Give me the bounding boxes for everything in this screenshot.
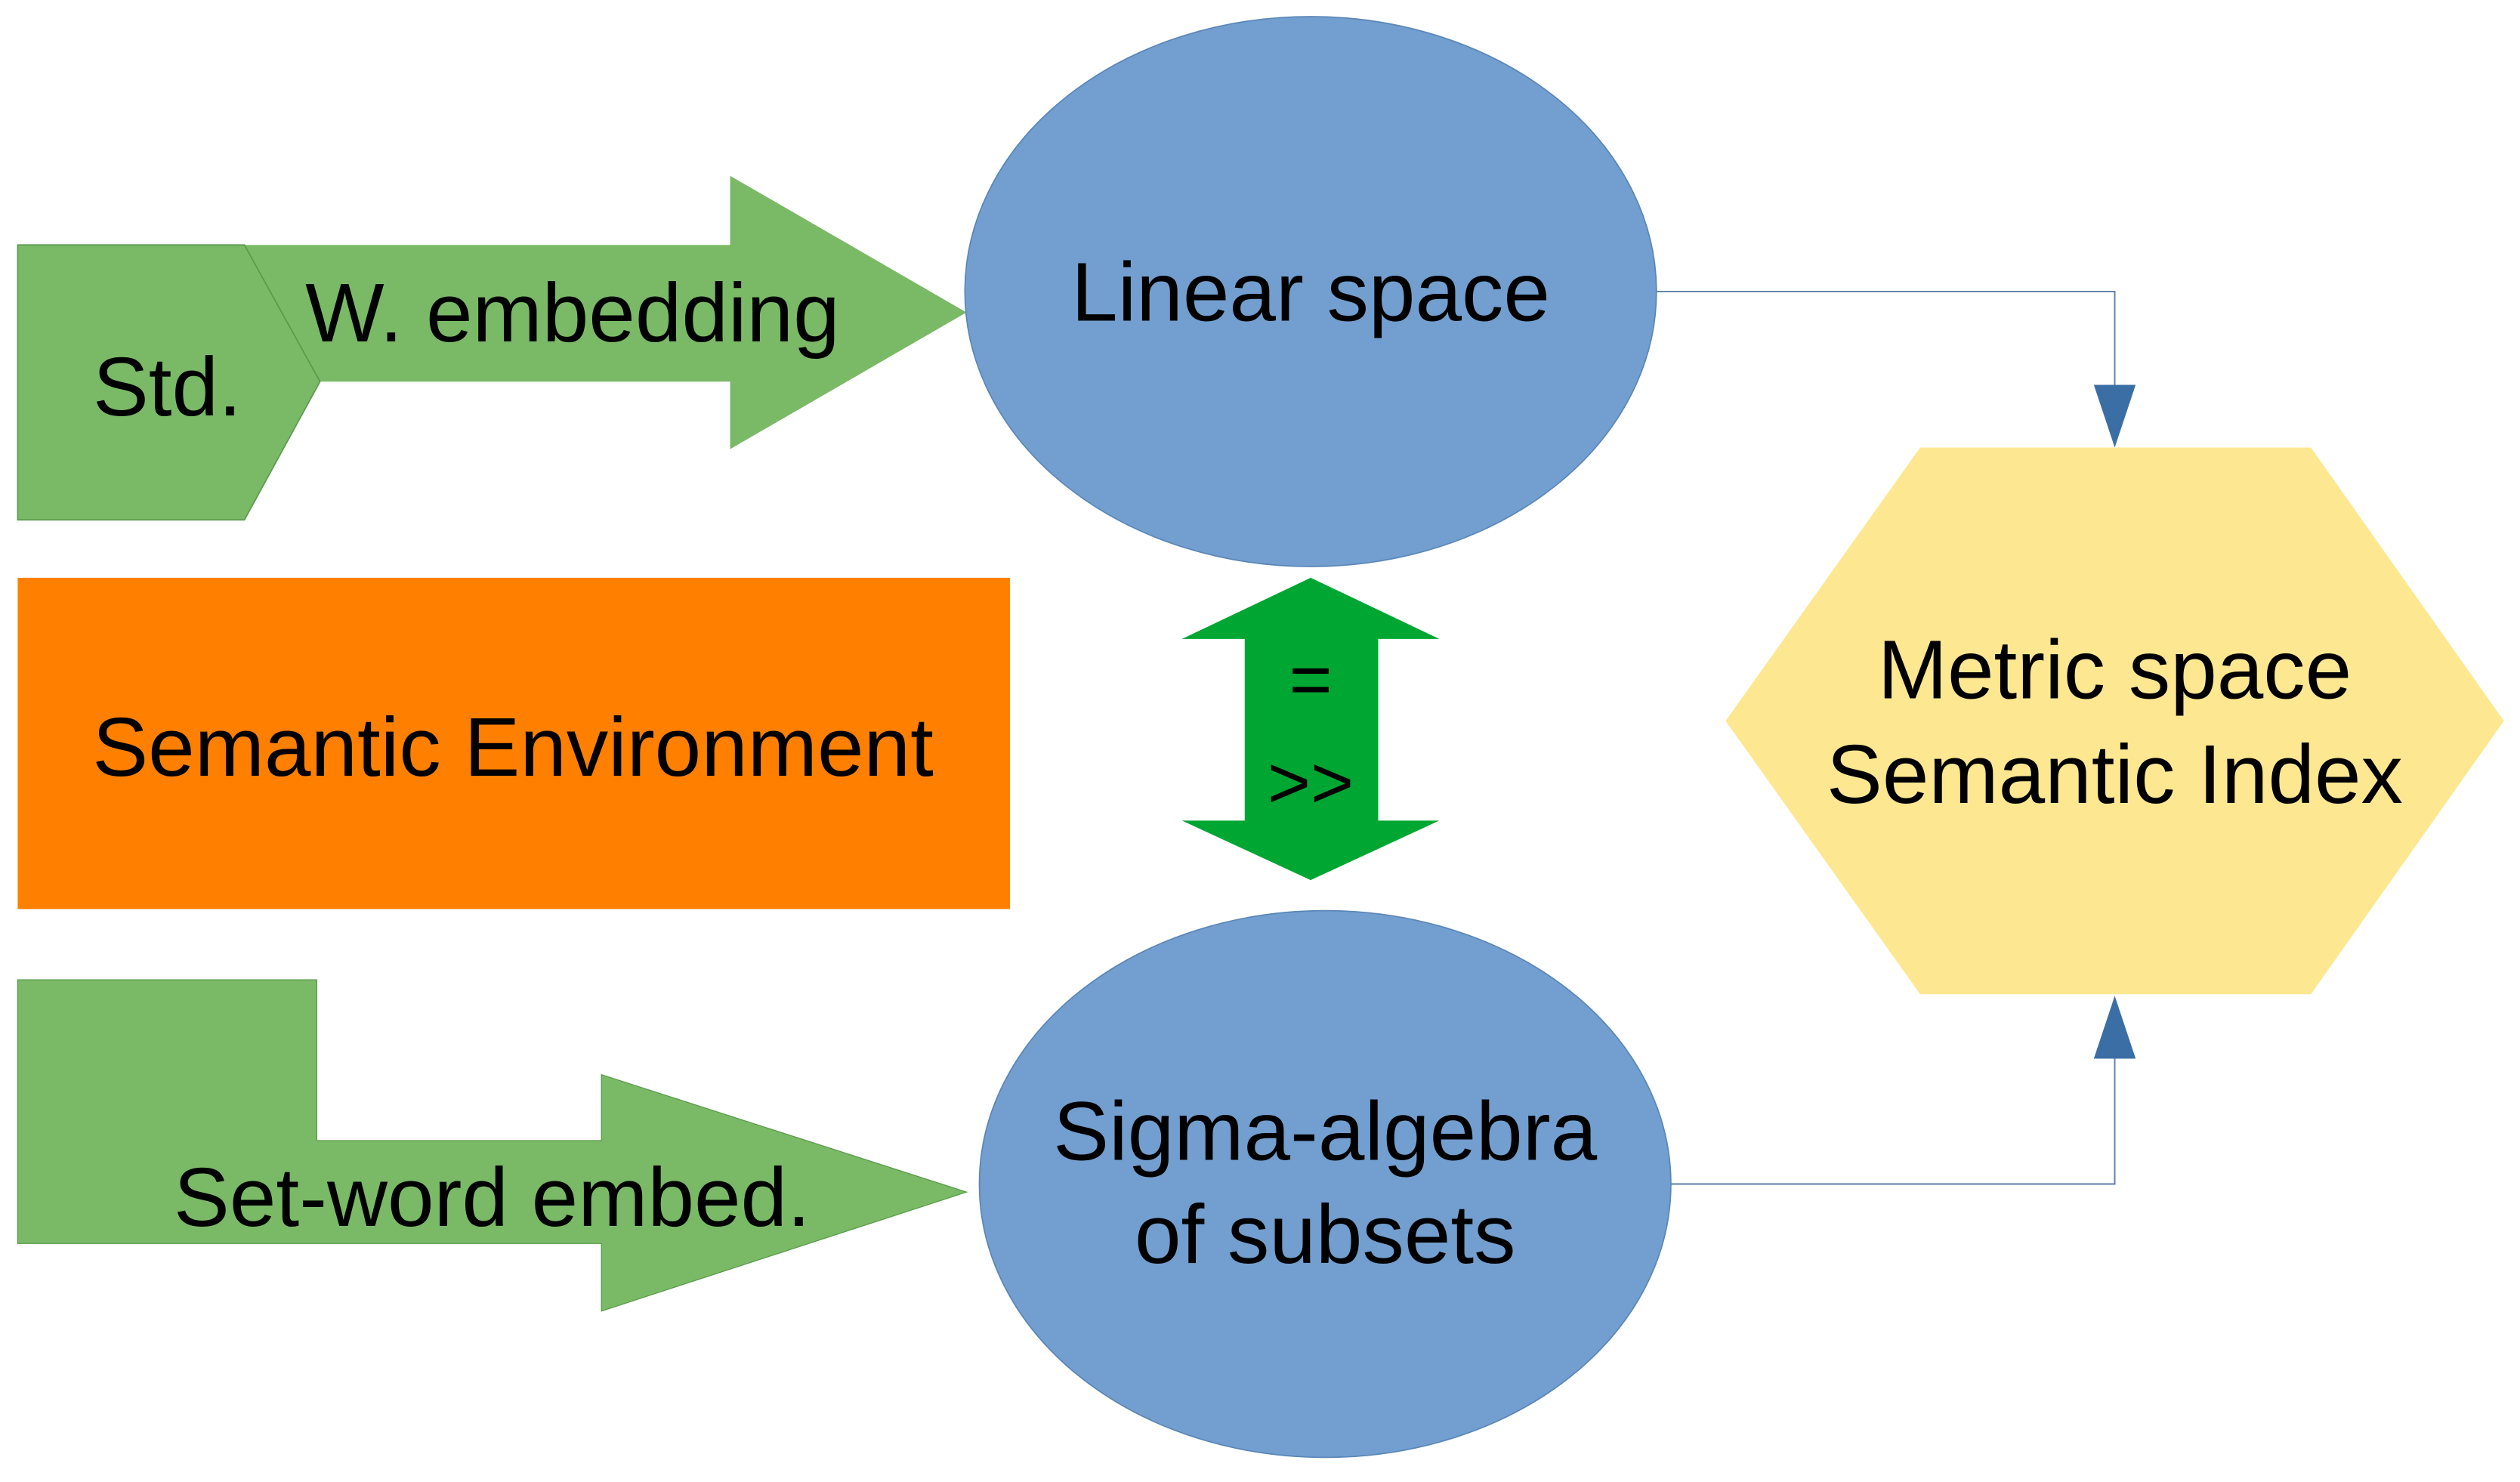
equal-symbol: = — [1289, 638, 1332, 721]
std-label: Std. — [93, 341, 242, 434]
metric-space-hexagon — [1725, 447, 2504, 995]
w-embedding-arrow — [243, 175, 967, 449]
std-pentagon — [17, 244, 321, 521]
sigma-algebra-ellipse — [978, 909, 1672, 1459]
connector-linear-to-metric — [1656, 291, 2136, 448]
linear-space-label: Linear space — [1071, 245, 1550, 338]
arrowhead-down-icon — [2093, 384, 2136, 448]
metric-space-label-line1: Metric space — [1878, 624, 2352, 717]
set-word-embed-label: Set-word embed. — [174, 1151, 811, 1244]
sigma-algebra-label-line1: Sigma-algebra — [1053, 1085, 1597, 1178]
double-arrow-icon — [1181, 577, 1440, 881]
w-embedding-label: W. embedding — [305, 267, 840, 360]
metric-space-label-line2: Semantic Index — [1827, 728, 2403, 821]
semantic-environment-box — [17, 577, 1010, 909]
connector-sigma-to-metric — [1670, 996, 2136, 1185]
semantic-environment-label: Semantic Environment — [92, 701, 934, 794]
linear-space-ellipse — [964, 16, 1657, 567]
sigma-algebra-label-line2: of subsets — [1135, 1188, 1516, 1281]
set-word-embed-arrow — [17, 979, 968, 1312]
arrowhead-up-icon — [2093, 996, 2136, 1059]
greater-symbol: >> — [1268, 740, 1354, 823]
